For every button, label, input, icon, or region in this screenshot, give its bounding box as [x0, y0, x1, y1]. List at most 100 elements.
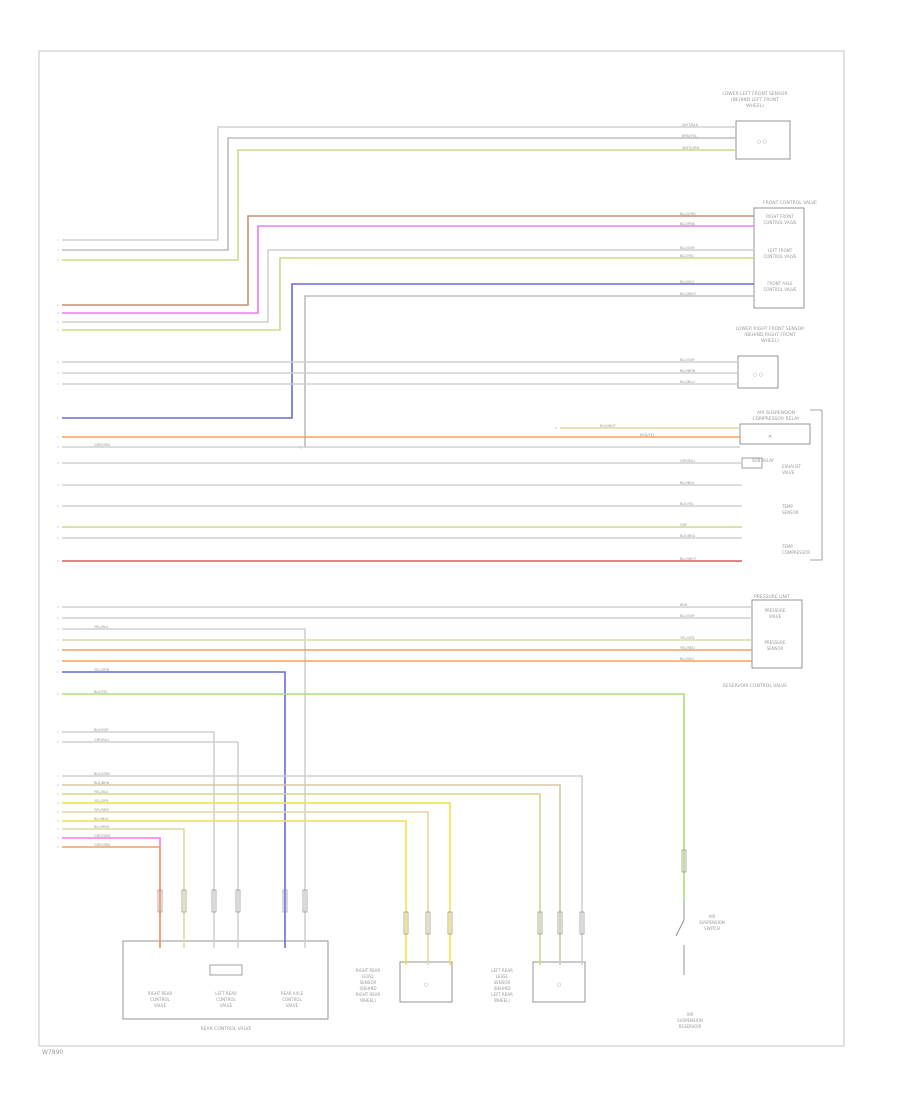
- svg-text:CONTROL: CONTROL: [216, 997, 236, 1002]
- wire-label-39: GRY/GRN: [94, 834, 110, 838]
- svg-text:✕: ✕: [768, 434, 772, 440]
- pin-marker-2: •: [57, 249, 59, 253]
- pin-marker-27: •: [57, 660, 59, 664]
- svg-text:(BEHIND RIGHT FRONT: (BEHIND RIGHT FRONT: [744, 332, 796, 338]
- svg-text:(BEHIND: (BEHIND: [493, 986, 510, 991]
- svg-text:SUSPENSION: SUSPENSION: [677, 1018, 703, 1023]
- svg-text:RIGHT FRONT: RIGHT FRONT: [766, 214, 794, 219]
- connector-stub-10: [537, 911, 543, 935]
- connector-stub-12: [579, 911, 585, 935]
- wire-4: [62, 215, 754, 306]
- wire-label-30: BLK/GRY: [94, 728, 110, 732]
- connector-stub-13: [681, 849, 687, 873]
- pin-marker-8: •: [57, 417, 59, 421]
- lower-right-front-sensor: LOWER RIGHT FRONT SENSOR (BEHIND RIGHT F…: [736, 326, 804, 389]
- wire-31: [62, 741, 239, 948]
- wire-label-4: BLU/GRN: [680, 212, 696, 216]
- svg-text:WHEEL): WHEEL): [360, 998, 376, 1003]
- wire-label-31: GRY/BLU: [94, 738, 109, 742]
- wire-30: [62, 731, 215, 948]
- wire-label-1: WHT/BLK: [682, 123, 699, 127]
- wire-34: [62, 793, 541, 965]
- wire-label-6: BLU/GRY: [680, 246, 696, 250]
- wire-29: [62, 693, 685, 900]
- pin-marker-23: •: [57, 617, 59, 621]
- connector-stub-9: [447, 911, 453, 935]
- wire-8: [62, 283, 754, 419]
- front-control-valve: FRONT CONTROL VALVE RIGHT FRONT CONTROL …: [753, 200, 817, 309]
- svg-text:TEMP: TEMP: [781, 504, 793, 509]
- svg-text:PRESSURE UNIT: PRESSURE UNIT: [754, 594, 790, 600]
- wire-40: [62, 846, 161, 948]
- svg-text:COMPRESSOR: COMPRESSOR: [782, 550, 810, 555]
- pin-marker-38: •: [57, 828, 59, 832]
- pin-marker-30: •: [57, 731, 59, 735]
- svg-text:EXHAUST: EXHAUST: [782, 464, 801, 469]
- svg-text:RIGHT REAR: RIGHT REAR: [356, 992, 381, 997]
- pin-marker-18: •: [57, 505, 59, 509]
- wire-label-19: GRY: [680, 523, 688, 527]
- wire-label-3: WHT/GRN: [682, 146, 700, 150]
- wire-label-32: BLK/GRN: [94, 772, 110, 776]
- svg-text:FRONT CONTROL VALVE: FRONT CONTROL VALVE: [763, 200, 817, 206]
- svg-text:VALVE: VALVE: [220, 1003, 233, 1008]
- wire-label-40: GRY/GRN: [94, 843, 110, 847]
- pin-marker-19: •: [57, 526, 59, 530]
- wire-label-8: BLU/VIO: [680, 280, 694, 284]
- pin-marker-28: •: [57, 671, 59, 675]
- svg-text:○: ○: [424, 982, 428, 988]
- wire-2: [62, 137, 736, 251]
- svg-text:PRESSURE: PRESSURE: [764, 608, 786, 613]
- pin-marker-31: •: [57, 741, 59, 745]
- wire-label-27: BLU/VIO: [680, 657, 694, 661]
- svg-text:SUSPENSION: SUSPENSION: [699, 920, 725, 925]
- pin-marker-5: •: [57, 312, 59, 316]
- wire-label-5: BLU/PNK: [680, 222, 696, 226]
- wire-outline-1: [62, 126, 736, 241]
- wire-7: [62, 257, 754, 331]
- pin-marker-34: •: [57, 793, 59, 797]
- air-suspension-switch: AIR SUSPENSION SWITCH AIR SUSPENSION RES…: [675, 900, 725, 1029]
- wire-label-18: BLK/YEL: [680, 502, 694, 506]
- connector-stub-4: [235, 889, 241, 913]
- svg-text:TEMP: TEMP: [781, 544, 793, 549]
- svg-text:CONTROL VALVE: CONTROL VALVE: [763, 254, 797, 259]
- connector-stub-5: [282, 889, 288, 913]
- svg-text:SENSOR: SENSOR: [360, 980, 377, 985]
- connector-stub-1: [157, 889, 163, 913]
- wire-outline-30: [62, 731, 215, 948]
- wire-labels: WHT/BLK • BRN/YEL • WHT/GRN • BLU/GRN • BLU/PNK •…: [57, 123, 700, 850]
- wire-label-29: BLK/YEL: [94, 690, 108, 694]
- pin-marker-24: •: [57, 628, 59, 632]
- wire-label-12: BLU/BLU: [680, 380, 695, 384]
- wire-5: [62, 225, 754, 314]
- pin-marker-6: •: [57, 321, 59, 325]
- wire-label-22: BRN: [680, 603, 688, 607]
- svg-text:RIGHT REAR: RIGHT REAR: [356, 968, 381, 973]
- pin-marker-3: •: [57, 259, 59, 263]
- wire-label-37: BLU/BLK: [94, 817, 109, 821]
- wire-1: [62, 126, 736, 241]
- wire-9: [304, 295, 754, 448]
- wire-label-13: RED/YEL: [640, 433, 655, 437]
- pin-marker-15: •: [57, 446, 59, 450]
- pin-marker-29: •: [57, 693, 59, 697]
- wire-label-16: GRY/BLU: [680, 459, 695, 463]
- svg-text:CONTROL: CONTROL: [150, 997, 170, 1002]
- svg-text:AIR: AIR: [709, 914, 716, 919]
- svg-text:CONTROL VALVE: CONTROL VALVE: [763, 287, 797, 292]
- wire-label-28: YEL/GRN: [94, 668, 110, 672]
- wire-label-2: BRN/YEL: [682, 134, 697, 138]
- wire-label-23: BLU/GRY: [680, 614, 696, 618]
- wire-36: [62, 811, 429, 965]
- pin-marker-12: •: [57, 383, 59, 387]
- pin-marker-4: •: [57, 304, 59, 308]
- wire-label-24: YEL/BLU: [94, 625, 109, 629]
- wire-outline-31: [62, 741, 239, 948]
- svg-text:LOWER LEFT FRONT SENSOR: LOWER LEFT FRONT SENSOR: [722, 91, 787, 97]
- pin-marker-36: •: [57, 811, 59, 815]
- pin-marker-17: •: [57, 484, 59, 488]
- pin-marker-11: •: [57, 372, 59, 376]
